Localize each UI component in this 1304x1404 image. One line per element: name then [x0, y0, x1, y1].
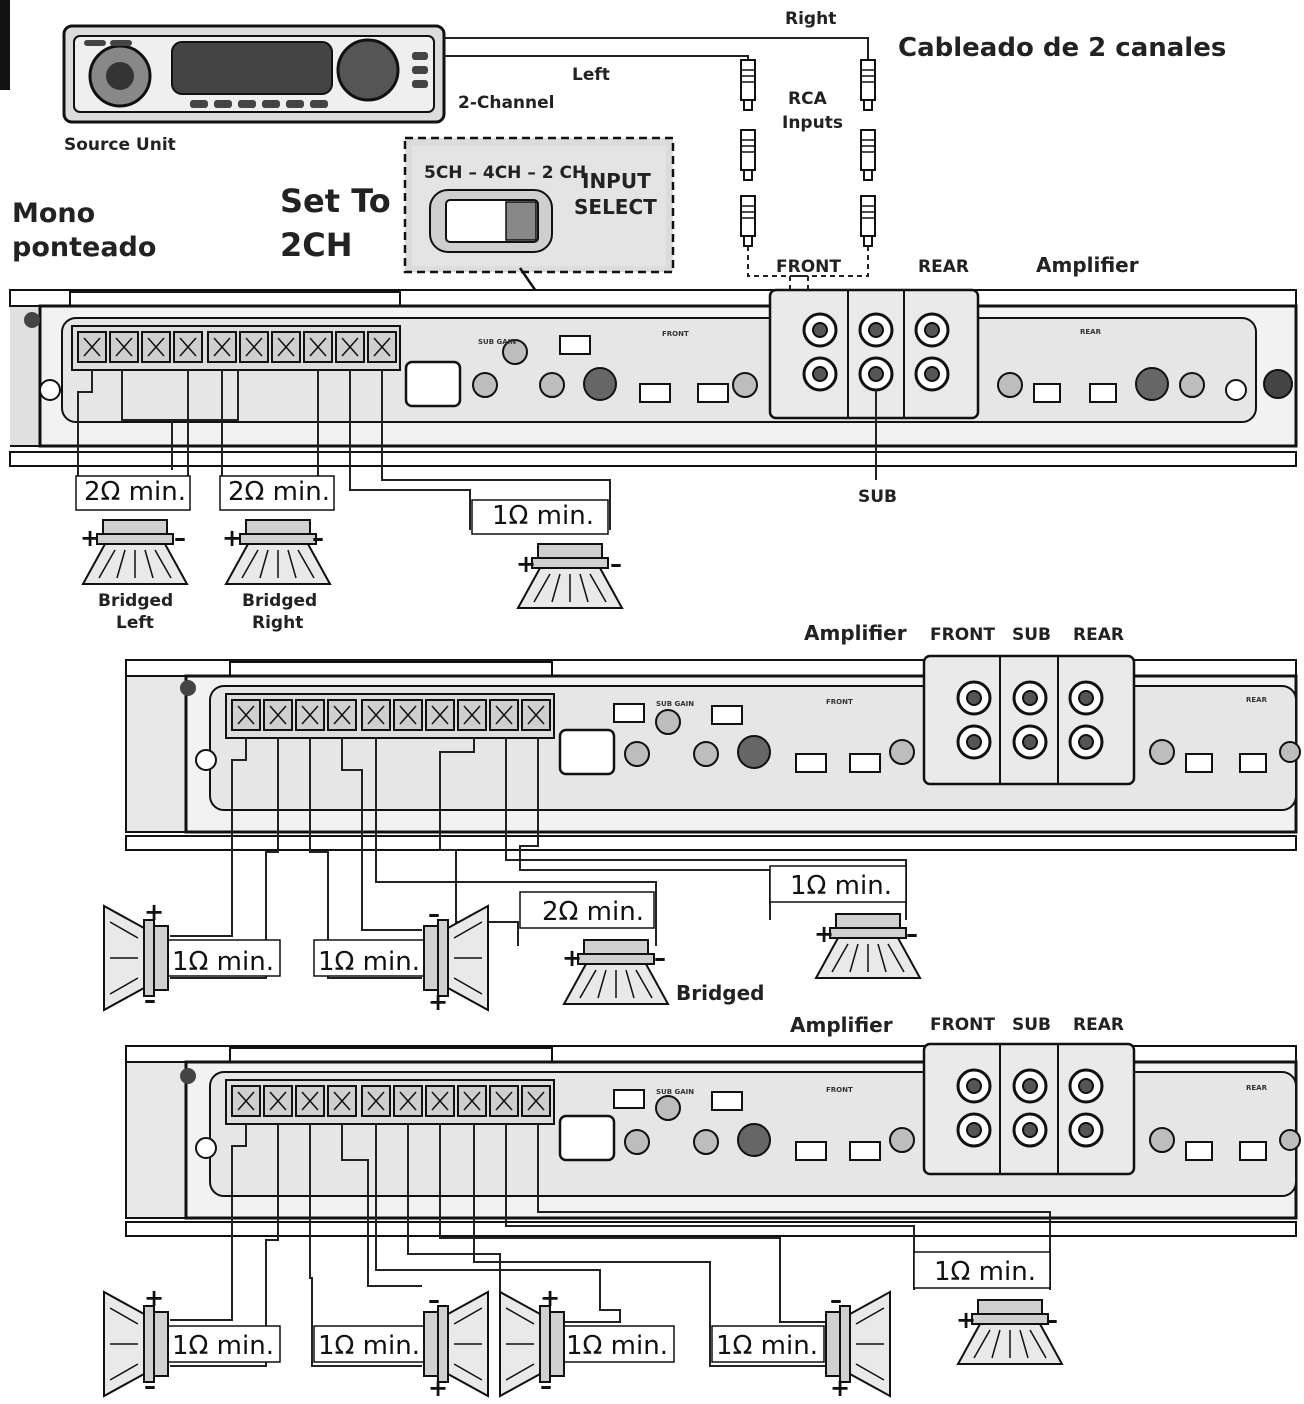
channel-mode-label: 2-Channel	[458, 93, 555, 113]
load-label-a3-1: 1Ω min.	[172, 1331, 274, 1361]
front-label-3: FRONT	[930, 1015, 995, 1035]
load-box-a3-4	[711, 1325, 825, 1363]
load-box-bridged-right	[219, 475, 335, 511]
rear-label-3: REAR	[1073, 1015, 1124, 1035]
plus-sign: +	[80, 524, 100, 552]
amplifier-label-1: Amplifier	[1036, 253, 1139, 277]
front-label-2: FRONT	[930, 625, 995, 645]
load-label-bridged-left: 2Ω min.	[84, 477, 186, 507]
minus-sign: –	[144, 986, 156, 1014]
load-label-sub: 1Ω min.	[492, 501, 594, 531]
load-box-bridged-left	[75, 475, 191, 511]
svg-text:SUB GAIN: SUB GAIN	[478, 338, 516, 346]
svg-text:FRONT: FRONT	[662, 330, 689, 338]
amplifier-label-2: Amplifier	[804, 621, 907, 645]
load-box-a2-sub	[769, 865, 907, 903]
load-box-a2-front-right	[313, 939, 427, 977]
load-box-a2-rear-bridged	[519, 891, 655, 929]
amplifier-label-3: Amplifier	[790, 1013, 893, 1037]
svg-text:REAR: REAR	[1246, 1084, 1268, 1092]
plus-sign: +	[814, 920, 834, 948]
minus-sign: –	[1046, 1306, 1058, 1334]
load-box-a3-3	[561, 1325, 675, 1363]
minus-sign: –	[654, 944, 666, 972]
load-label-bridged-right: 2Ω min.	[228, 477, 330, 507]
plus-sign: +	[428, 988, 448, 1016]
minus-sign: –	[540, 1372, 552, 1400]
plus-sign: +	[562, 944, 582, 972]
load-label-a3-2: 1Ω min.	[318, 1331, 420, 1361]
load-label-a3-4: 1Ω min.	[716, 1331, 818, 1361]
plus-sign: +	[144, 1284, 164, 1312]
input-select-callout	[403, 136, 675, 327]
svg-text:FRONT: FRONT	[826, 1086, 853, 1094]
amp1-speaker-wires	[77, 370, 611, 530]
plus-sign: +	[540, 1284, 560, 1312]
minus-sign: –	[428, 1286, 440, 1314]
minus-sign: –	[144, 1372, 156, 1400]
load-label-a2-4: 1Ω min.	[790, 871, 892, 901]
sub-label-1: SUB	[858, 487, 897, 507]
amplifier-1: SUB GAIN FRONT REAR	[9, 288, 1298, 467]
load-label-a2-3: 2Ω min.	[542, 897, 644, 927]
sub-label-2: SUB	[1012, 625, 1051, 645]
load-box-a3-5	[913, 1251, 1051, 1289]
load-label-a3-5: 1Ω min.	[934, 1257, 1036, 1287]
minus-sign: –	[830, 1286, 842, 1314]
svg-text:REAR: REAR	[1080, 328, 1102, 336]
minus-sign: –	[428, 900, 440, 928]
amplifier-3: SUB GAIN FRONT REAR	[125, 1042, 1301, 1237]
source-unit-label: Source Unit	[64, 135, 176, 155]
corner-mark	[0, 0, 10, 90]
load-box-a2-front-left	[167, 939, 281, 977]
source-unit	[62, 24, 446, 124]
plus-sign: +	[144, 898, 164, 926]
right-label: Right	[785, 9, 836, 29]
load-box-sub	[471, 499, 609, 535]
svg-text:FRONT: FRONT	[826, 698, 853, 706]
svg-text:REAR: REAR	[1246, 696, 1268, 704]
rear-label-1: REAR	[918, 257, 969, 277]
load-label-a2-2: 1Ω min.	[318, 947, 420, 977]
minus-sign: –	[174, 524, 186, 552]
load-label-a3-3: 1Ω min.	[566, 1331, 668, 1361]
amplifier-2: SUB GAIN FRONT REAR	[125, 654, 1301, 851]
left-label: Left	[572, 65, 610, 85]
svg-text:SUB GAIN: SUB GAIN	[656, 1088, 694, 1096]
plus-sign: +	[516, 550, 536, 578]
load-box-a3-1	[167, 1325, 281, 1363]
plus-sign: +	[830, 1374, 850, 1402]
sub-label-3: SUB	[1012, 1015, 1051, 1035]
load-box-a3-2	[313, 1325, 427, 1363]
svg-text:SUB GAIN: SUB GAIN	[656, 700, 694, 708]
plus-sign: +	[222, 524, 242, 552]
front-label-1: FRONT	[776, 257, 841, 277]
page-title: Cableado de 2 canales	[898, 33, 1226, 63]
switch-positions-label: 5CH – 4CH – 2 CH	[424, 163, 586, 183]
minus-sign: –	[312, 524, 324, 552]
minus-sign: –	[906, 920, 918, 948]
minus-sign: –	[610, 550, 622, 578]
plus-sign: +	[428, 1374, 448, 1402]
rear-label-2: REAR	[1073, 625, 1124, 645]
caption-bridged: Bridged	[676, 981, 764, 1005]
plus-sign: +	[956, 1306, 976, 1334]
load-label-a2-1: 1Ω min.	[172, 947, 274, 977]
